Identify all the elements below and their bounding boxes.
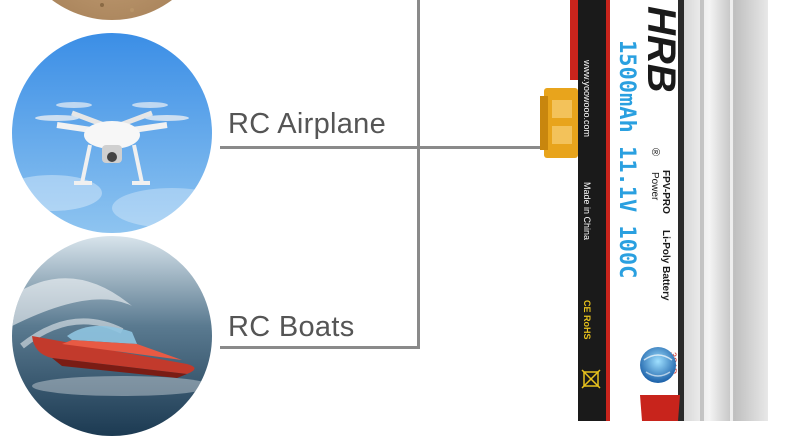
boats-connector-line	[220, 346, 420, 349]
battery-type-line-2: Li-Poly Battery	[660, 230, 671, 301]
airplane-connector-line	[220, 146, 542, 149]
speedboat-photo-circle	[12, 236, 212, 436]
vertical-connector-line	[417, 0, 420, 349]
weee-bin-icon	[581, 369, 601, 389]
battery-origin-text: Made in China	[582, 182, 592, 240]
drone-photo-circle	[12, 33, 212, 233]
battery-series-text: FPV-PRO	[660, 170, 671, 214]
lipo-battery-image: HRB ® FPV-PRO Power Li-Poly Battery 1500…	[540, 0, 780, 421]
battery-website-text: www.yoowooo.com	[582, 59, 592, 137]
battery-brand-text: HRB	[639, 6, 683, 93]
xt60-connector	[540, 88, 578, 158]
rc-boats-label: RC Boats	[228, 311, 355, 343]
battery-certifications-text: CE RoHS	[582, 300, 592, 340]
battery-spec-text: 1500mAh 11.1V 100C	[614, 40, 639, 278]
globe-graphic	[640, 347, 680, 421]
sand-photo-circle	[12, 0, 212, 20]
rc-airplane-label: RC Airplane	[228, 108, 387, 140]
battery-registered-mark: ®	[649, 148, 661, 156]
battery-type-line-1: Power	[649, 172, 660, 201]
